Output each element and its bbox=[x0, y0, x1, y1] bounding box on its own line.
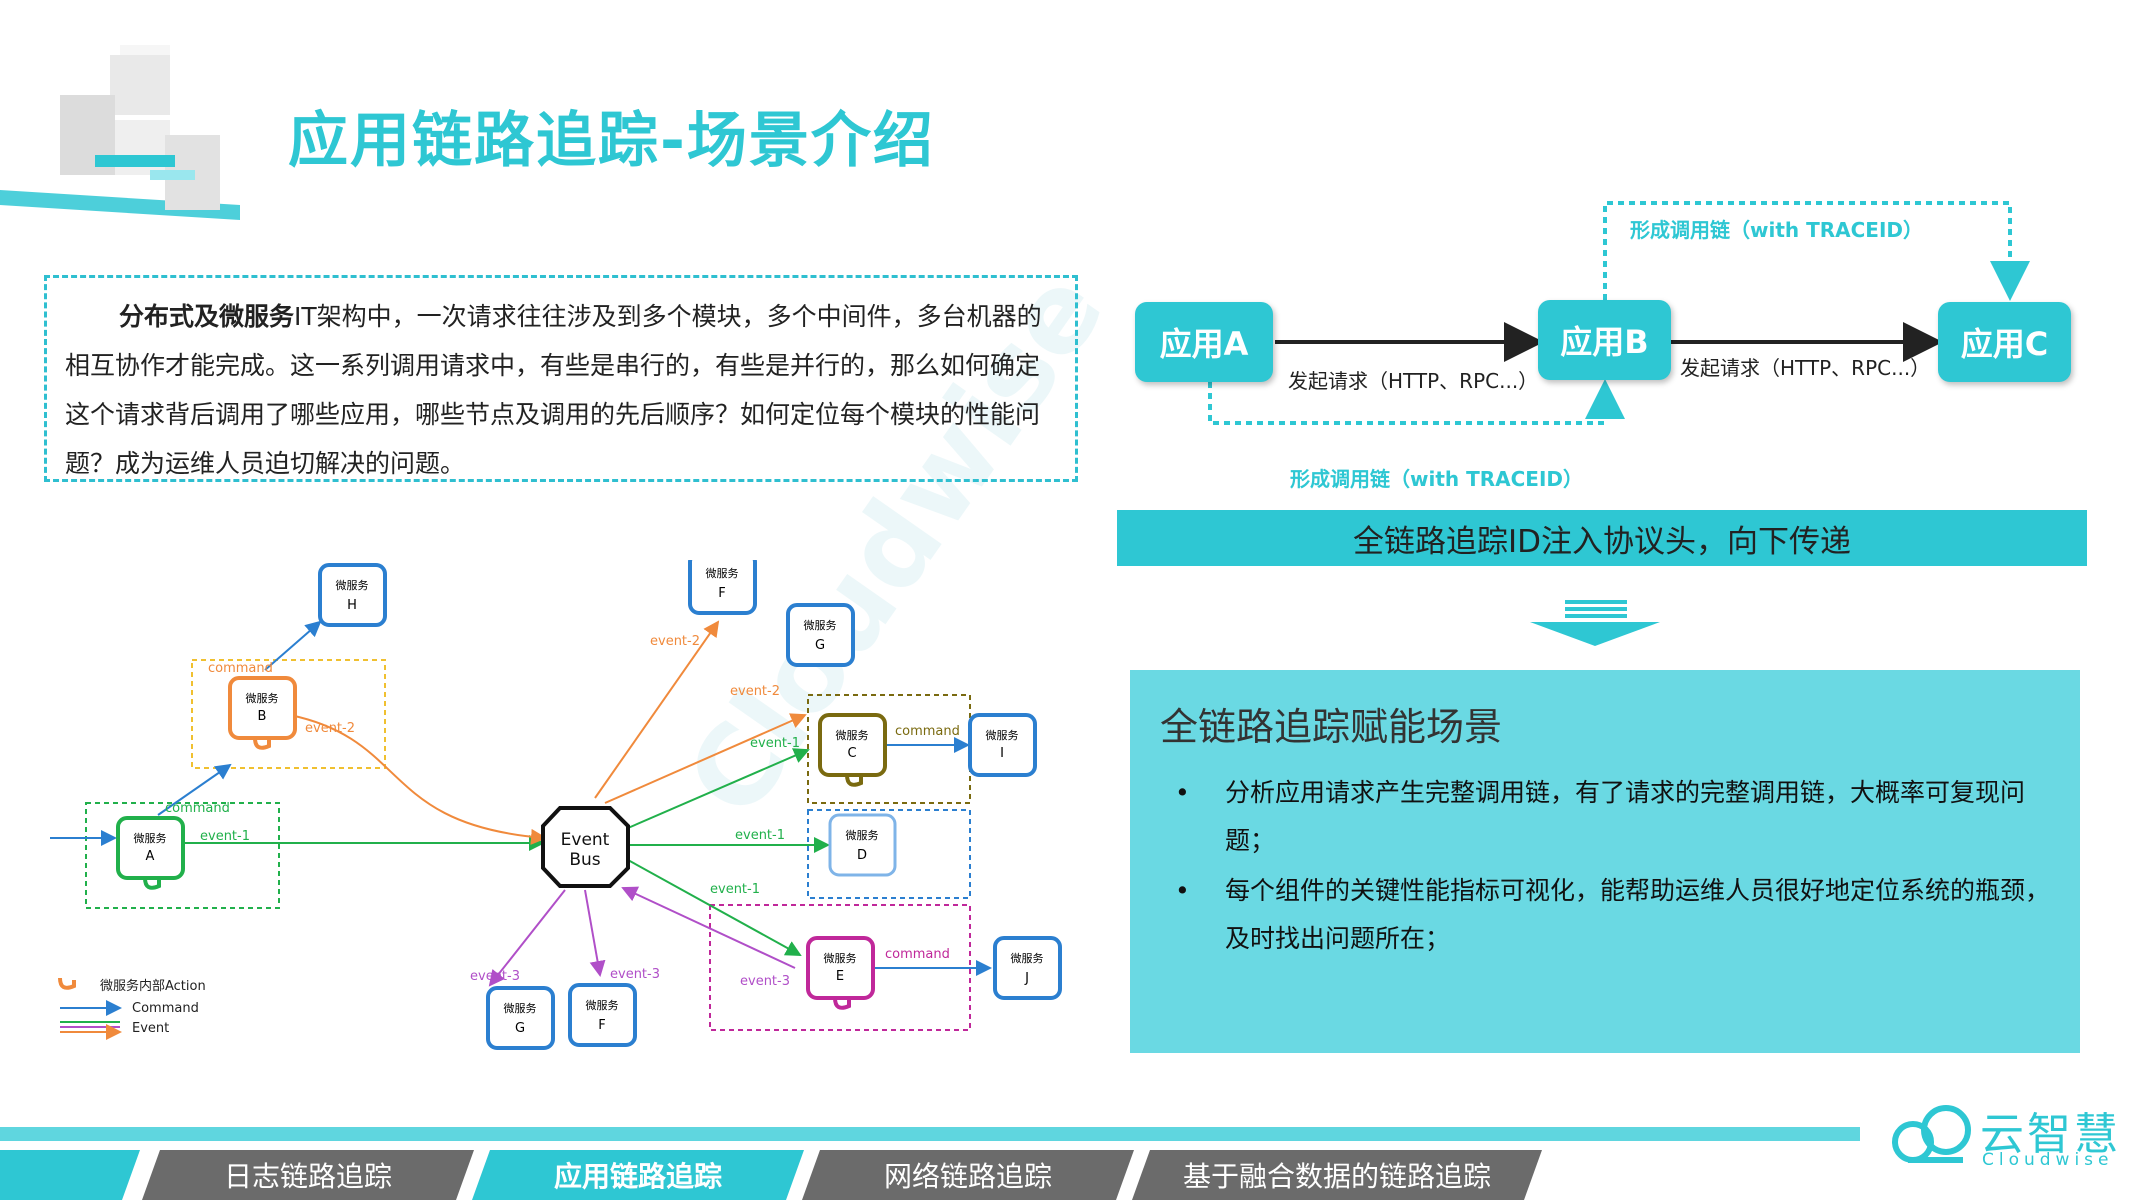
intro-textbox: 分布式及微服务IT架构中，一次请求往往涉及到多个模块，多个中间件，多台机器的相互… bbox=[44, 275, 1078, 482]
cube-decoration-icon bbox=[0, 45, 240, 220]
legend-event-label: Event bbox=[132, 1021, 169, 1036]
svg-text:微服务: 微服务 bbox=[824, 951, 857, 965]
scene-box: 全链路追踪赋能场景 •分析应用请求产生完整调用链，有了请求的完整调用链，大概率可… bbox=[1130, 670, 2080, 1053]
label-event2-b: event-2 bbox=[305, 721, 355, 736]
legend-command-label: Command bbox=[132, 1001, 199, 1016]
label-event1-a: event-1 bbox=[200, 829, 250, 844]
page-title: 应用链路追踪-场景介绍 bbox=[288, 106, 935, 176]
intro-bold: 分布式及微服务 bbox=[119, 302, 295, 331]
label-event1-c: event-1 bbox=[750, 736, 800, 751]
tab-fusion-trace[interactable]: 基于融合数据的链路追踪 bbox=[1132, 1150, 1542, 1200]
tab-network-trace[interactable]: 网络链路追踪 bbox=[802, 1150, 1134, 1200]
event-bus-node bbox=[541, 806, 630, 888]
svg-text:微服务: 微服务 bbox=[504, 1001, 537, 1015]
svg-text:I: I bbox=[1000, 746, 1004, 761]
svg-text:微服务: 微服务 bbox=[336, 578, 369, 592]
label-command-e: command bbox=[885, 947, 950, 962]
svg-text:C: C bbox=[847, 746, 856, 761]
scene-item: •每个组件的关键性能指标可视化，能帮助运维人员很好地定位系统的瓶颈，及时找出问题… bbox=[1175, 876, 2051, 953]
label-event2-c: event-2 bbox=[730, 684, 780, 699]
service-node-j: 微服务 J bbox=[993, 936, 1062, 1000]
trace-flow-connectors bbox=[1208, 201, 2030, 425]
app-c-label: 应用C bbox=[1960, 325, 2049, 363]
scene-item: •分析应用请求产生完整调用链，有了请求的完整调用链，大概率可复现问题； bbox=[1175, 778, 2026, 855]
svg-text:G: G bbox=[815, 638, 825, 653]
event-bus-label-1: Event bbox=[561, 830, 610, 850]
app-a-label: 应用A bbox=[1159, 325, 1249, 363]
svg-text:J: J bbox=[1024, 971, 1029, 986]
svg-text:微服务: 微服务 bbox=[836, 728, 869, 742]
service-node-i: 微服务 I bbox=[968, 713, 1037, 777]
service-node-c: 微服务 C bbox=[818, 713, 887, 787]
label-event2-f: event-2 bbox=[650, 634, 700, 649]
label-event3-f: event-3 bbox=[610, 967, 660, 982]
label-event1-d: event-1 bbox=[735, 828, 785, 843]
service-node-g-top: 微服务 G bbox=[786, 603, 855, 667]
bottom-left-accent bbox=[0, 1150, 140, 1200]
svg-text:F: F bbox=[598, 1018, 605, 1033]
label-event1-e: event-1 bbox=[710, 882, 760, 897]
label-command-c: command bbox=[895, 724, 960, 739]
label-event3-e: event-3 bbox=[740, 974, 790, 989]
legend-action-icon bbox=[58, 977, 76, 990]
traceid-banner: 全链路追踪ID注入协议头，向下传递 bbox=[1117, 510, 2087, 566]
svg-text:微服务: 微服务 bbox=[586, 998, 619, 1012]
logo-sub: Cloudwise bbox=[1982, 1150, 2114, 1170]
svg-text:D: D bbox=[857, 848, 867, 863]
app-b-box: 应用B bbox=[1538, 300, 1671, 380]
trace-top-label: 形成调用链（with TRACEID） bbox=[1630, 218, 1923, 242]
bottom-accent-bar bbox=[0, 1127, 1860, 1141]
service-node-b: 微服务 B bbox=[228, 676, 297, 750]
event-bus-label-2: Bus bbox=[569, 850, 600, 870]
scene-item-text: 每个组件的关键性能指标可视化，能帮助运维人员很好地定位系统的瓶颈，及时找出问题所… bbox=[1225, 876, 2051, 953]
down-arrow-icon bbox=[1530, 600, 1660, 646]
trace-bottom-label: 形成调用链（with TRACEID） bbox=[1290, 467, 1583, 491]
svg-text:微服务: 微服务 bbox=[1011, 951, 1044, 965]
app-b-label: 应用B bbox=[1560, 323, 1649, 361]
service-node-g-bottom: 微服务 G bbox=[486, 986, 555, 1050]
svg-text:微服务: 微服务 bbox=[846, 828, 879, 842]
tab-label: 应用链路追踪 bbox=[553, 1160, 722, 1193]
label-command-b: command bbox=[208, 661, 273, 676]
service-node-f-top: 微服务 F bbox=[688, 560, 757, 615]
microservice-diagram: command event-1 command event-2 event-2 … bbox=[50, 560, 1062, 1050]
service-node-f-bottom: 微服务 F bbox=[568, 983, 637, 1047]
service-node-d: 微服务 D bbox=[828, 813, 897, 877]
logo-name: 云智慧 bbox=[1980, 1109, 2121, 1160]
request-bc-label: 发起请求（HTTP、RPC...） bbox=[1680, 356, 1931, 380]
svg-text:A: A bbox=[146, 849, 155, 864]
scene-item-text: 分析应用请求产生完整调用链，有了请求的完整调用链，大概率可复现问题； bbox=[1225, 778, 2026, 855]
cloud-logo-icon bbox=[1892, 1105, 1971, 1163]
tab-label: 基于融合数据的链路追踪 bbox=[1182, 1160, 1491, 1193]
svg-text:B: B bbox=[258, 709, 267, 724]
scene-title: 全链路追踪赋能场景 bbox=[1160, 705, 1503, 749]
tab-app-trace[interactable]: 应用链路追踪 bbox=[472, 1150, 804, 1200]
service-node-h: 微服务 H bbox=[318, 563, 387, 627]
svg-text:微服务: 微服务 bbox=[986, 728, 1019, 742]
svg-text:微服务: 微服务 bbox=[246, 691, 279, 705]
svg-text:E: E bbox=[836, 969, 844, 984]
svg-text:微服务: 微服务 bbox=[706, 566, 739, 580]
svg-text:G: G bbox=[515, 1021, 525, 1036]
intro-text: IT架构中，一次请求往往涉及到多个模块，多个中间件，多台机器的相互协作才能完成。… bbox=[65, 302, 1042, 478]
service-node-e: 微服务 E bbox=[806, 936, 875, 1010]
request-ab-label: 发起请求（HTTP、RPC...） bbox=[1288, 369, 1539, 393]
tab-label: 网络链路追踪 bbox=[883, 1160, 1052, 1193]
label-command-a: command bbox=[165, 801, 230, 816]
app-c-box: 应用C bbox=[1938, 302, 2071, 382]
svg-text:微服务: 微服务 bbox=[804, 618, 837, 632]
svg-text:F: F bbox=[718, 586, 725, 601]
label-event3-g: event-3 bbox=[470, 969, 520, 984]
app-a-box: 应用A bbox=[1135, 302, 1273, 382]
legend-action-label: 微服务内部Action bbox=[100, 978, 206, 994]
svg-text:微服务: 微服务 bbox=[134, 831, 167, 845]
service-node-a: 微服务 A bbox=[116, 816, 185, 890]
tab-label: 日志链路追踪 bbox=[223, 1160, 392, 1193]
tab-log-trace[interactable]: 日志链路追踪 bbox=[142, 1150, 474, 1200]
banner-text: 全链路追踪ID注入协议头，向下传递 bbox=[1352, 523, 1851, 560]
svg-text:H: H bbox=[347, 598, 357, 613]
